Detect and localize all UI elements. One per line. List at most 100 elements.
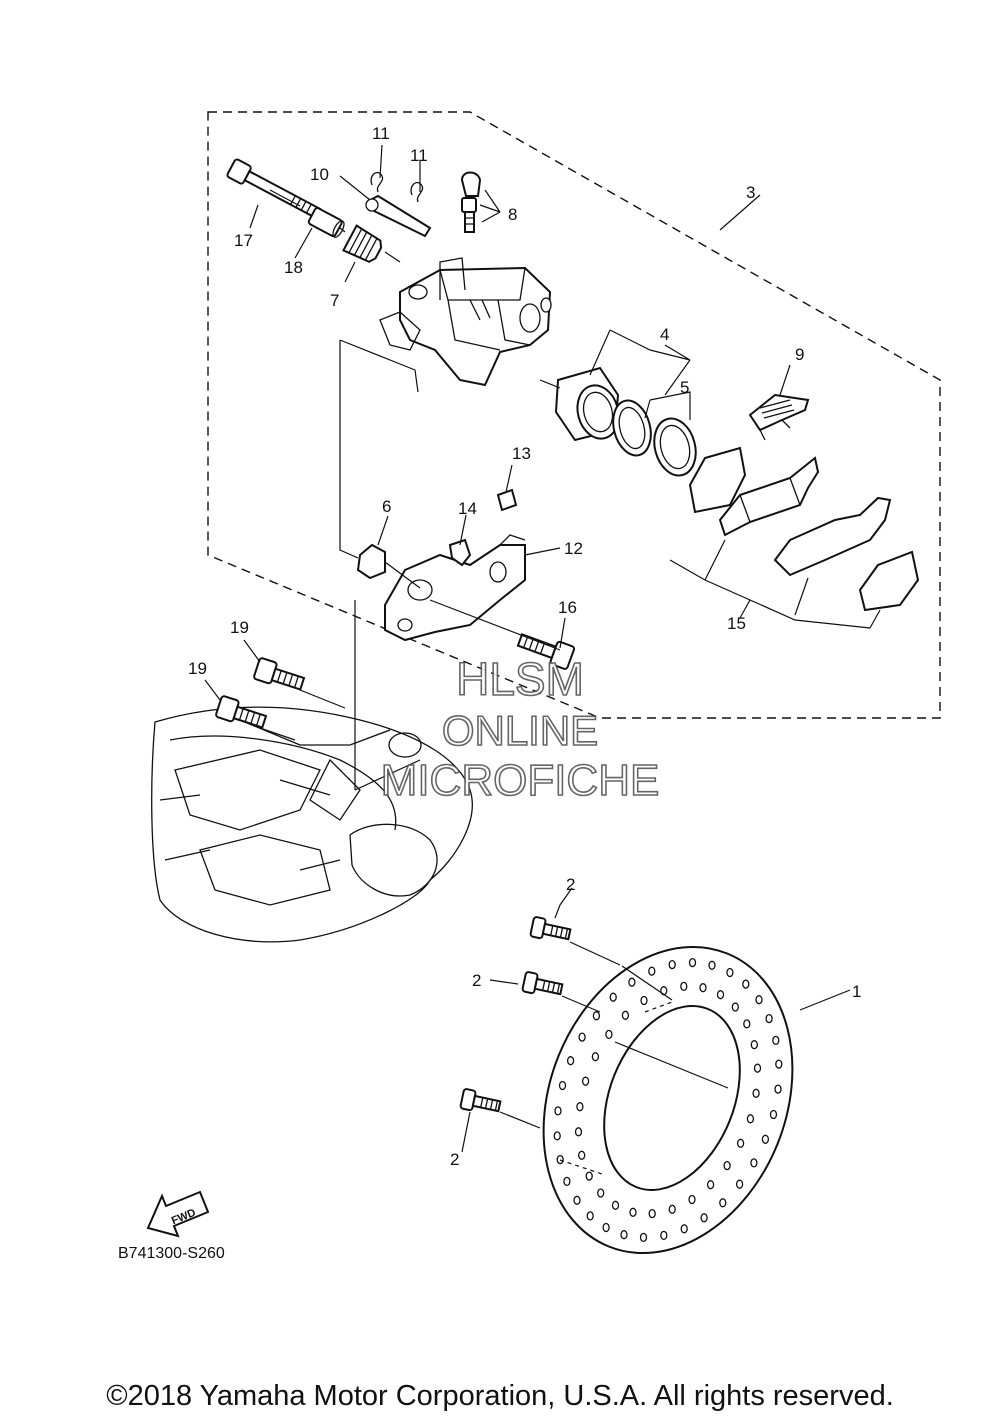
disc-hole (558, 1080, 567, 1091)
callout-10: 10 (310, 165, 329, 184)
callout-7: 7 (330, 291, 339, 310)
callout-5: 5 (680, 378, 689, 397)
disc-hole (597, 1188, 605, 1198)
disc-hole (648, 1208, 656, 1219)
disc-hole (592, 1011, 601, 1021)
disc-hole (700, 1213, 708, 1223)
svg-text:MICROFICHE: MICROFICHE (381, 756, 660, 805)
callout-17: 17 (234, 231, 253, 250)
callout-13: 13 (512, 444, 531, 463)
disc-hole (761, 1134, 770, 1144)
disc-hole (746, 1114, 755, 1124)
disc-hole (586, 1211, 594, 1221)
disc-hole (668, 959, 676, 970)
watermark: HLSM ONLINE MICROFICHE (380, 652, 660, 806)
pin-boot (342, 224, 383, 263)
svg-text:ONLINE: ONLINE (442, 707, 598, 754)
disc-hole (660, 1230, 668, 1241)
disc-hole (723, 1160, 731, 1171)
disc-hole (628, 977, 636, 987)
callout-6: 6 (382, 497, 391, 516)
callout-18: 18 (284, 258, 303, 277)
disc-hole (680, 981, 688, 992)
disc-hole (753, 1063, 762, 1073)
brake-disc (542, 945, 794, 1255)
disc-hole (553, 1131, 561, 1141)
disc-hole (620, 1230, 628, 1240)
disc-hole (726, 967, 734, 978)
disc-hole (743, 1019, 751, 1029)
svg-text:HLSM: HLSM (456, 653, 584, 705)
disc-hole (765, 1013, 773, 1024)
fwd-arrow-icon: FWD (146, 1190, 210, 1238)
disc-hole (750, 1040, 758, 1050)
mount-bolt (253, 657, 306, 691)
disc-hole (719, 1198, 727, 1208)
disc-hole (554, 1106, 562, 1116)
caliper-bracket (384, 534, 526, 642)
callout-1: 1 (852, 982, 861, 1001)
callout-2: 2 (450, 1150, 459, 1169)
disc-hole (775, 1059, 783, 1069)
pad-support (448, 538, 472, 567)
disc-hole (774, 1084, 782, 1094)
disc-hole (581, 1076, 590, 1086)
boot (356, 543, 386, 580)
callout-4: 4 (660, 325, 669, 344)
disc-hole (735, 1179, 744, 1189)
bleed-screw (460, 171, 482, 233)
callout-19: 19 (188, 659, 207, 678)
disc-hole (731, 1002, 739, 1012)
callout-11: 11 (372, 124, 390, 143)
diagram-code: B741300-S260 (118, 1245, 225, 1262)
pad-pin (365, 194, 432, 238)
piston (554, 366, 620, 442)
disc-hole (742, 979, 750, 989)
callout-3: 3 (746, 183, 755, 202)
caliper-body (379, 257, 552, 387)
disc-hole (621, 1010, 630, 1020)
pin-clip (370, 171, 384, 193)
disc-hole (585, 1171, 593, 1181)
disc-hole (605, 1029, 613, 1040)
disc-hole (688, 957, 697, 968)
disc-hole (563, 1176, 571, 1187)
callout-2: 2 (472, 971, 481, 990)
disc-hole (611, 1200, 620, 1210)
collar (307, 207, 345, 238)
pad-spring (748, 393, 810, 441)
disc-hole (755, 995, 763, 1005)
disc-hole (706, 1180, 715, 1190)
callout-8: 8 (508, 205, 517, 224)
mount-bolt (215, 695, 268, 729)
disc-hole (576, 1102, 584, 1112)
disc-hole (708, 960, 716, 970)
disc-hole (609, 992, 617, 1002)
disc-hole (639, 1232, 648, 1243)
callout-14: 14 (458, 499, 477, 518)
disc-hole (566, 1056, 575, 1066)
disc-bolts (459, 916, 572, 1113)
pin-clip (410, 181, 424, 203)
disc-hole (629, 1207, 637, 1217)
disc-hole (716, 990, 725, 1000)
disc-hole (574, 1127, 583, 1137)
callout-9: 9 (795, 345, 804, 364)
disc-hole (680, 1224, 688, 1234)
pad-clip (496, 488, 518, 512)
callout-12: 12 (564, 539, 583, 558)
callout-19: 19 (230, 618, 249, 637)
callout-15: 15 (727, 614, 746, 633)
disc-hole (750, 1158, 758, 1168)
frame-section (151, 706, 473, 943)
caliper-bolt (226, 158, 322, 220)
callout-11: 11 (410, 146, 428, 165)
callout-16: 16 (558, 598, 577, 617)
disc-hole (752, 1088, 760, 1098)
disc-hole (648, 966, 656, 976)
piston-seals (612, 399, 697, 477)
copyright-notice: ©2018 Yamaha Motor Corporation, U.S.A. A… (106, 1380, 894, 1412)
disc-hole (640, 995, 648, 1006)
disc-hole (699, 983, 707, 993)
